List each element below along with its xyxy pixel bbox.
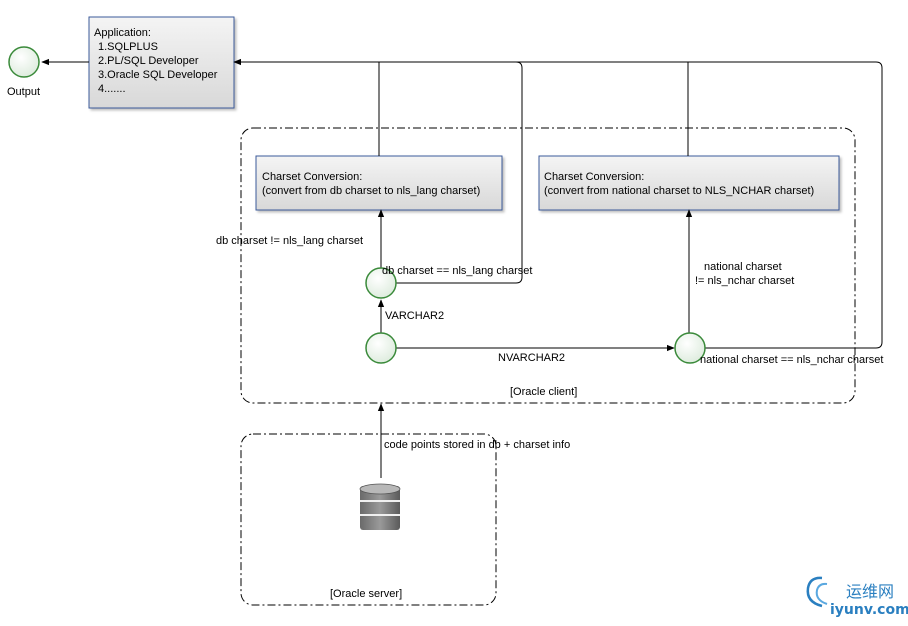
db-conversion-title: Charset Conversion: <box>262 171 363 183</box>
code-points-label: code points stored in db + charset info <box>384 439 570 451</box>
client-group-label: [Oracle client] <box>510 386 577 398</box>
nvarchar2-label: NVARCHAR2 <box>498 352 565 364</box>
watermark-domain: iyunv.com <box>830 602 908 618</box>
db-conversion-box <box>255 155 503 211</box>
application-item: 4....... <box>98 83 126 95</box>
watermark-cn: 运维网 <box>846 582 894 601</box>
application-text: Application: 1.SQLPLUS 2.PL/SQL Develope… <box>94 26 217 96</box>
server-group-label: [Oracle server] <box>330 588 402 600</box>
db-not-equal-label: db charset != nls_lang charset <box>216 235 363 247</box>
application-item: 2.PL/SQL Developer <box>98 55 199 67</box>
output-node <box>8 46 40 78</box>
oracle-server-group <box>240 433 497 606</box>
national-conversion-title: Charset Conversion: <box>544 171 645 183</box>
national-charset-decision-node <box>674 332 706 364</box>
oracle-client-group <box>240 127 856 404</box>
db-charset-decision-node <box>365 267 397 299</box>
database-icon <box>359 483 401 530</box>
national-conversion-box <box>538 155 840 211</box>
db-conversion-detail: (convert from db charset to nls_lang cha… <box>262 185 481 197</box>
application-item: 1.SQLPLUS <box>98 41 158 53</box>
national-conversion-text: Charset Conversion: (convert from nation… <box>544 170 814 198</box>
output-label: Output <box>7 86 40 98</box>
db-conversion-text: Charset Conversion: (convert from db cha… <box>262 170 480 198</box>
application-item: 3.Oracle SQL Developer <box>98 69 218 81</box>
national-not-equal-label-1: national charset <box>704 261 782 273</box>
application-title: Application: <box>94 27 151 39</box>
edge-national-equal-bypass <box>705 61 883 349</box>
national-not-equal-label-2: != nls_nchar charset <box>695 275 794 287</box>
datatype-split-node <box>365 332 397 364</box>
varchar2-label: VARCHAR2 <box>385 310 444 322</box>
edge-db-equal-bypass <box>396 61 523 284</box>
national-conversion-detail: (convert from national charset to NLS_NC… <box>544 185 815 197</box>
db-equal-label: db charset == nls_lang charset <box>382 265 532 277</box>
watermark: 运维网 iyunv.com <box>806 576 908 618</box>
national-equal-label: national charset == nls_nchar charset <box>700 354 883 366</box>
